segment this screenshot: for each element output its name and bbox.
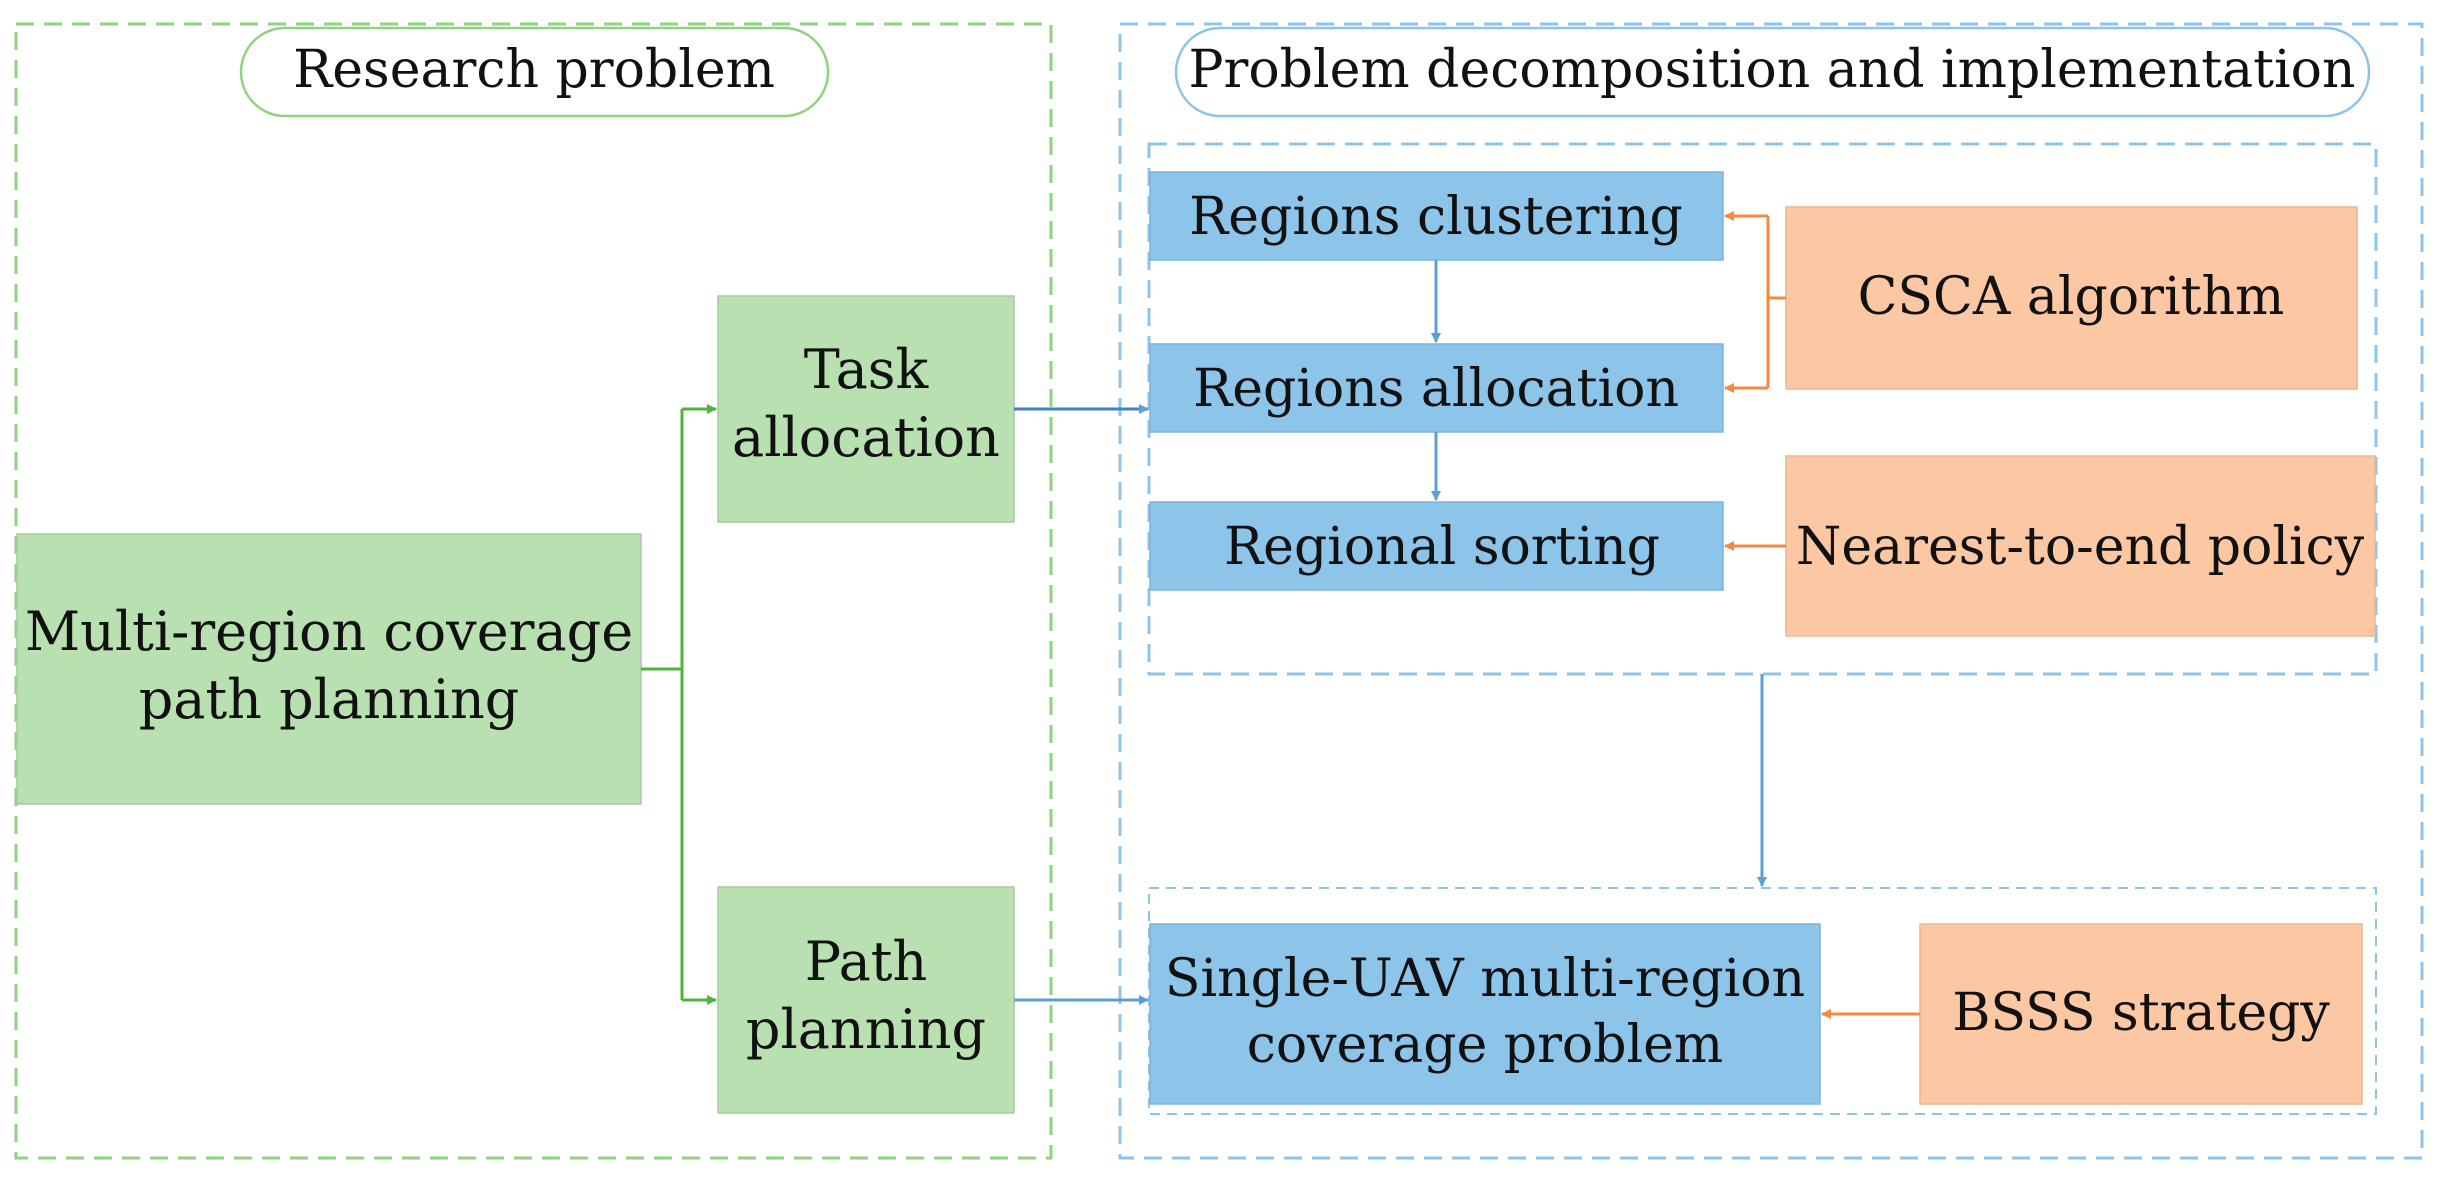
single-uav-line1: Single-UAV multi-region	[1165, 949, 1805, 1009]
single-uav-line2: coverage problem	[1247, 1015, 1723, 1075]
task-allocation-subframe	[1147, 142, 2378, 676]
csca-algorithm-box	[1785, 206, 2358, 390]
csca-algorithm-label: CSCA algorithm	[1858, 267, 2285, 327]
regions-clustering-label: Regions clustering	[1189, 187, 1683, 247]
path-planning-box	[717, 886, 1015, 1114]
single-uav-box	[1149, 923, 1821, 1105]
path-planning-line2: planning	[746, 998, 986, 1061]
path-planning-line1: Path	[805, 930, 928, 993]
research-problem-title: Research problem	[293, 40, 775, 100]
path-planning-subframe	[1148, 887, 2377, 1115]
regional-sorting-label: Regional sorting	[1224, 517, 1660, 577]
decomposition-title-pill	[1174, 26, 2371, 118]
research-problem-frame	[14, 22, 1053, 1160]
regions-allocation-label: Regions allocation	[1193, 359, 1679, 419]
task-allocation-line2: allocation	[732, 406, 1000, 469]
regional-sorting-box	[1149, 501, 1724, 591]
nearest-to-end-label: Nearest-to-end policy	[1796, 517, 2365, 577]
decomposition-frame	[1118, 22, 2424, 1160]
decomposition-title: Problem decomposition and implementation	[1189, 40, 2356, 100]
research-problem-title-pill	[239, 26, 830, 118]
task-allocation-line1: Task	[804, 338, 930, 401]
regions-allocation-box	[1149, 343, 1724, 433]
task-allocation-box	[717, 295, 1015, 523]
multi-region-cpp-line1: Multi-region coverage	[25, 600, 633, 663]
bsss-strategy-label: BSSS strategy	[1952, 983, 2330, 1043]
bsss-strategy-box	[1919, 923, 2363, 1105]
nearest-to-end-box	[1785, 455, 2376, 637]
multi-region-cpp-line2: path planning	[139, 668, 520, 731]
